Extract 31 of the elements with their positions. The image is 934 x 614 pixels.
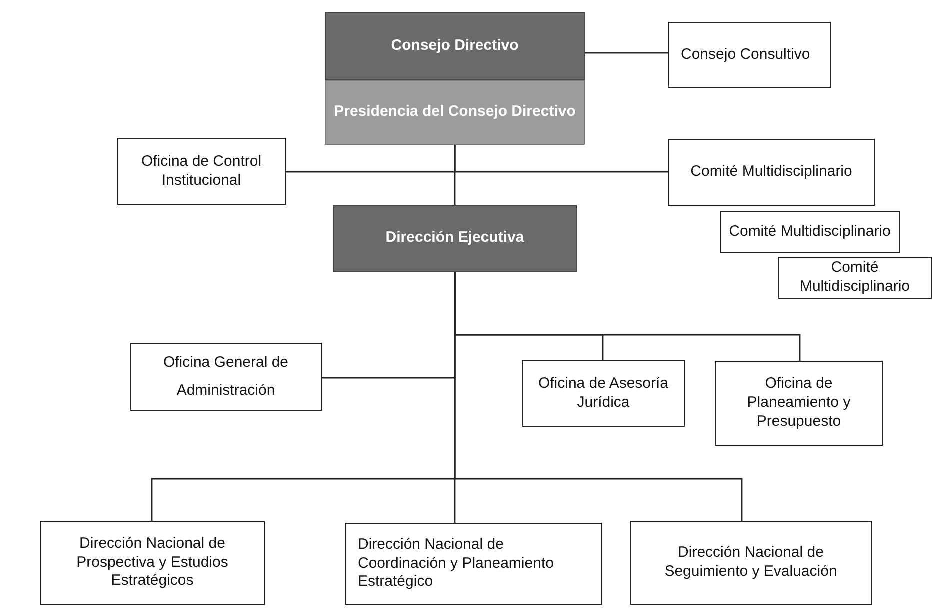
unit-name: Comité Multidisciplinario bbox=[729, 222, 891, 242]
unit-name: Oficina de Planeamiento y Presupuesto bbox=[746, 375, 852, 432]
unit-name: Dirección Nacional de Coordinación y Planeamiento Estratégico bbox=[358, 536, 555, 592]
unit-name: Dirección Nacional de Seguimiento y Evaluación bbox=[664, 544, 838, 582]
org-box bbox=[522, 360, 685, 427]
org-box bbox=[345, 523, 602, 605]
org-box bbox=[668, 22, 831, 88]
org-box bbox=[325, 12, 585, 80]
org-box bbox=[325, 80, 585, 145]
unit-name: Comité Multidisciplinario bbox=[798, 259, 912, 297]
unit-name: Consejo Directivo bbox=[391, 36, 519, 56]
unit-name: Oficina de Control Institucional bbox=[140, 152, 263, 190]
org-box bbox=[117, 138, 286, 205]
org-box bbox=[715, 361, 883, 446]
unit-name: Presidencia del Consejo Directivo bbox=[334, 103, 576, 122]
org-box bbox=[333, 205, 577, 272]
unit-name: Oficina General de Administración bbox=[162, 352, 290, 401]
org-box bbox=[630, 521, 872, 605]
connector-line bbox=[454, 272, 743, 521]
unit-name: Consejo Consultivo bbox=[681, 46, 810, 64]
org-box bbox=[720, 211, 900, 253]
org-box bbox=[778, 257, 932, 299]
unit-name: Dirección Nacional de Prospectiva y Estudios Estratégicos bbox=[76, 534, 230, 592]
org-box bbox=[668, 139, 875, 206]
unit-name: Oficina de Asesoría Jurídica bbox=[537, 374, 670, 412]
connector-line bbox=[454, 145, 456, 205]
unit-name: Comité Multidisciplinario bbox=[690, 163, 852, 182]
org-box bbox=[130, 343, 322, 411]
connector-line bbox=[585, 52, 668, 54]
unit-name: Dirección Ejecutiva bbox=[386, 229, 524, 248]
org-box bbox=[40, 521, 265, 605]
